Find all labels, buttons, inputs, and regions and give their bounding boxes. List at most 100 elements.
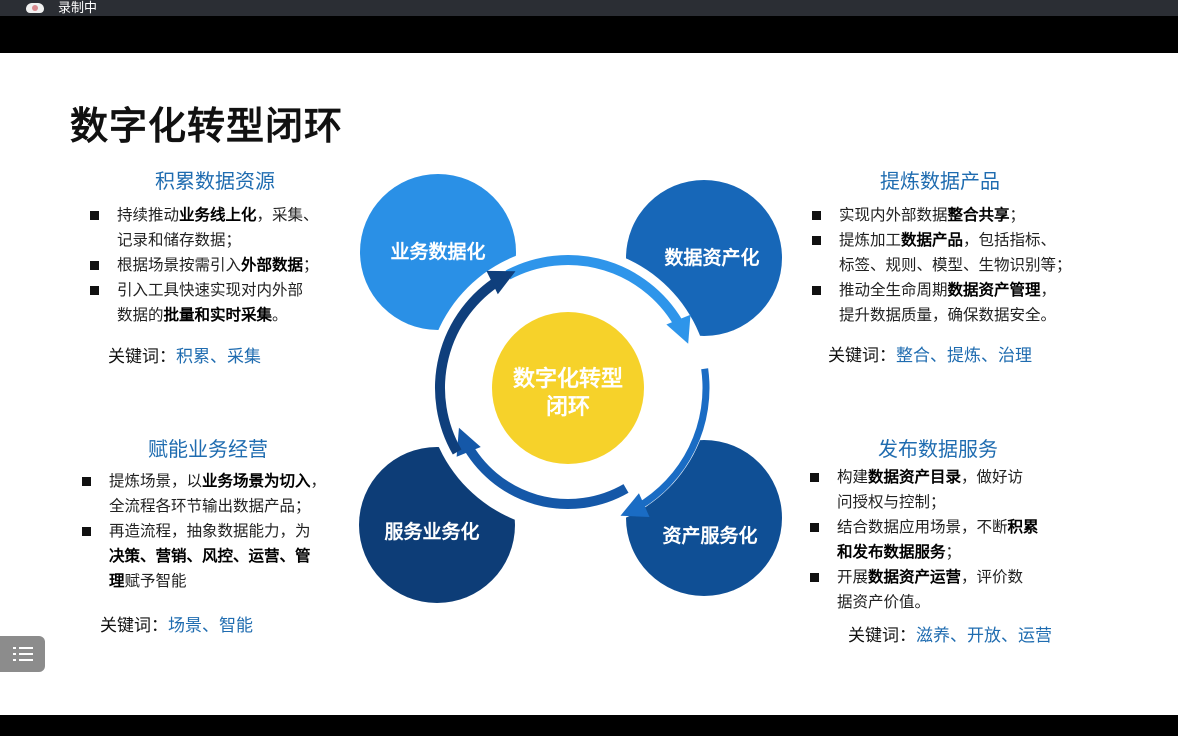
bullet-square-icon bbox=[82, 527, 91, 536]
keywords-label: 关键词： bbox=[848, 626, 916, 645]
bullet-item: 再造流程，抽象数据能力，为决策、营销、风控、运营、管理赋予智能 bbox=[82, 519, 326, 594]
section-bullets: 提炼场景，以业务场景为切入， 全流程各环节输出数据产品； 再造流程，抽象数据能力，为… bbox=[82, 469, 326, 594]
bullet-text-bold: 整合共享 bbox=[947, 207, 1010, 224]
bullet-text: 提升数据质量，确保数据安全。 bbox=[839, 307, 1057, 324]
bullet-text: 根据场景按需引入 bbox=[117, 257, 242, 274]
bullet-square-icon bbox=[810, 473, 819, 482]
bullet-text-bold: 外部数据 bbox=[241, 257, 304, 274]
bullet-item: 提炼加工数据产品，包括指标、标签、规则、模型、生物识别等； bbox=[812, 228, 1072, 278]
bullet-item: 推动全生命周期数据资产管理， 提升数据质量，确保数据安全。 bbox=[812, 278, 1072, 328]
bullet-square-icon bbox=[90, 211, 99, 220]
bullet-text: 标签、规则、模型、生物识别等； bbox=[839, 257, 1072, 274]
keywords-value: 积累、采集 bbox=[176, 347, 261, 366]
bullet-text-bold: 数据资产目录 bbox=[868, 469, 962, 486]
bullet-text: ， bbox=[310, 473, 327, 490]
section-bullets: 持续推动业务线上化，采集、记录和储存数据；根据场景按需引入外部数据；引入工具快速… bbox=[90, 203, 319, 328]
bullet-text: 全流程各环节输出数据产品； bbox=[109, 498, 311, 515]
bullet-square-icon bbox=[90, 261, 99, 270]
bullet-text: 开展 bbox=[837, 569, 869, 586]
cycle-arrow bbox=[635, 368, 710, 511]
keywords: 关键词：场景、智能 bbox=[100, 611, 253, 636]
bullet-item: 开展数据资产运营，评价数据资产价值。 bbox=[810, 565, 1039, 615]
bullet-text: 构建 bbox=[837, 469, 869, 486]
section-heading: 赋能业务经营 bbox=[148, 439, 268, 461]
section-heading: 积累数据资源 bbox=[155, 171, 275, 193]
bullet-square-icon bbox=[812, 211, 821, 220]
bullet-text-bold: 数据资产运营 bbox=[868, 569, 962, 586]
keywords-value: 滋养、开放、运营 bbox=[916, 626, 1052, 645]
bullet-text: 。 bbox=[272, 307, 288, 324]
keywords-label: 关键词： bbox=[100, 616, 168, 635]
bullet-item: 实现内外部数据整合共享； bbox=[812, 203, 1072, 228]
bullet-text: 实现内外部数据 bbox=[839, 207, 948, 224]
bullet-text-bold: 和发布数据服务 bbox=[837, 544, 946, 561]
recording-bar: 录制中 bbox=[0, 0, 1178, 16]
bullet-item: 根据场景按需引入外部数据； bbox=[90, 253, 319, 278]
bullet-item: 持续推动业务线上化，采集、记录和储存数据； bbox=[90, 203, 319, 253]
cloud-record-icon bbox=[26, 3, 44, 13]
bullet-text: ，包括指标、 bbox=[963, 232, 1057, 249]
bullet-text: 据资产价值。 bbox=[837, 594, 931, 611]
arrowhead-icon bbox=[666, 314, 691, 344]
bullet-text-bold: 数据资产管理 bbox=[947, 282, 1041, 299]
bullet-text-bold: 业务场景为切入 bbox=[202, 473, 311, 490]
center-circle bbox=[492, 312, 644, 464]
node-label: 服务业务化 bbox=[384, 520, 479, 543]
node-label: 业务数据化 bbox=[390, 240, 485, 263]
keywords: 关键词：积累、采集 bbox=[108, 342, 261, 367]
bullet-text: 问授权与控制； bbox=[837, 494, 946, 511]
bullet-text-bold: 业务线上化 bbox=[179, 207, 257, 224]
section-heading: 提炼数据产品 bbox=[880, 171, 1000, 193]
keywords-value: 场景、智能 bbox=[168, 616, 253, 635]
center-label: 数字化转型 bbox=[513, 366, 623, 391]
bullet-text: ； bbox=[945, 544, 962, 561]
arrowhead-icon bbox=[486, 270, 516, 295]
section-bullets: 实现内外部数据整合共享；提炼加工数据产品，包括指标、标签、规则、模型、生物识别等… bbox=[812, 203, 1072, 328]
section-heading: 发布数据服务 bbox=[878, 439, 998, 461]
bullet-text: ； bbox=[1009, 207, 1026, 224]
bullet-text: ，评价数 bbox=[961, 569, 1024, 586]
section-bullets: 构建数据资产目录，做好访问授权与控制；结合数据应用场景，不断积累和发布数据服务；… bbox=[810, 465, 1039, 615]
bullet-text: ； bbox=[303, 257, 319, 274]
bullet-square-icon bbox=[812, 286, 821, 295]
keywords-value: 整合、提炼、治理 bbox=[896, 346, 1032, 365]
bullet-square-icon bbox=[90, 286, 99, 295]
bullet-text-bold: 理 bbox=[109, 573, 125, 590]
bullet-text-bold: 数据产品 bbox=[901, 232, 964, 249]
bullet-text-bold: 积累 bbox=[1007, 519, 1039, 536]
cycle-arrow bbox=[505, 255, 686, 331]
bullet-text: ，做好访 bbox=[961, 469, 1024, 486]
bullet-text: 持续推动 bbox=[117, 207, 180, 224]
bullet-text: 记录和储存数据； bbox=[117, 232, 242, 249]
cycle-arrow bbox=[435, 275, 503, 455]
bullet-square-icon bbox=[82, 477, 91, 486]
bullet-text-bold: 批量和实时采集 bbox=[163, 307, 273, 324]
node-label: 资产服务化 bbox=[662, 524, 757, 547]
bullet-text: 推动全生命周期 bbox=[839, 282, 948, 299]
bullet-text: 赋予智能 bbox=[124, 573, 187, 590]
bullet-text: 提炼场景，以 bbox=[109, 473, 203, 490]
keywords: 关键词：整合、提炼、治理 bbox=[828, 341, 1032, 366]
keywords-label: 关键词： bbox=[108, 347, 176, 366]
arrowhead-icon bbox=[456, 427, 481, 457]
slide-title: 数字化转型闭环 bbox=[70, 106, 344, 148]
menu-button[interactable] bbox=[0, 636, 45, 672]
bullet-text: 引入工具快速实现对内外部 bbox=[117, 282, 304, 299]
recording-status: 录制中 bbox=[58, 0, 98, 15]
bullet-text: 结合数据应用场景，不断 bbox=[837, 519, 1008, 536]
arrowhead-icon bbox=[620, 493, 650, 517]
node-label: 数据资产化 bbox=[664, 246, 759, 269]
keywords: 关键词：滋养、开放、运营 bbox=[848, 621, 1052, 646]
bullet-item: 结合数据应用场景，不断积累和发布数据服务； bbox=[810, 515, 1039, 565]
bullet-text: 再造流程，抽象数据能力，为 bbox=[109, 523, 311, 540]
bullet-text: 提炼加工 bbox=[839, 232, 902, 249]
center-label: 闭环 bbox=[546, 394, 590, 419]
bullet-square-icon bbox=[810, 523, 819, 532]
bullet-text: ，采集、 bbox=[256, 207, 319, 224]
bullet-item: 构建数据资产目录，做好访问授权与控制； bbox=[810, 465, 1039, 515]
cycle-arrow bbox=[461, 440, 629, 509]
bullet-text: 数据的 bbox=[117, 307, 164, 324]
bullet-square-icon bbox=[810, 573, 819, 582]
bullet-text: ， bbox=[1040, 282, 1057, 299]
